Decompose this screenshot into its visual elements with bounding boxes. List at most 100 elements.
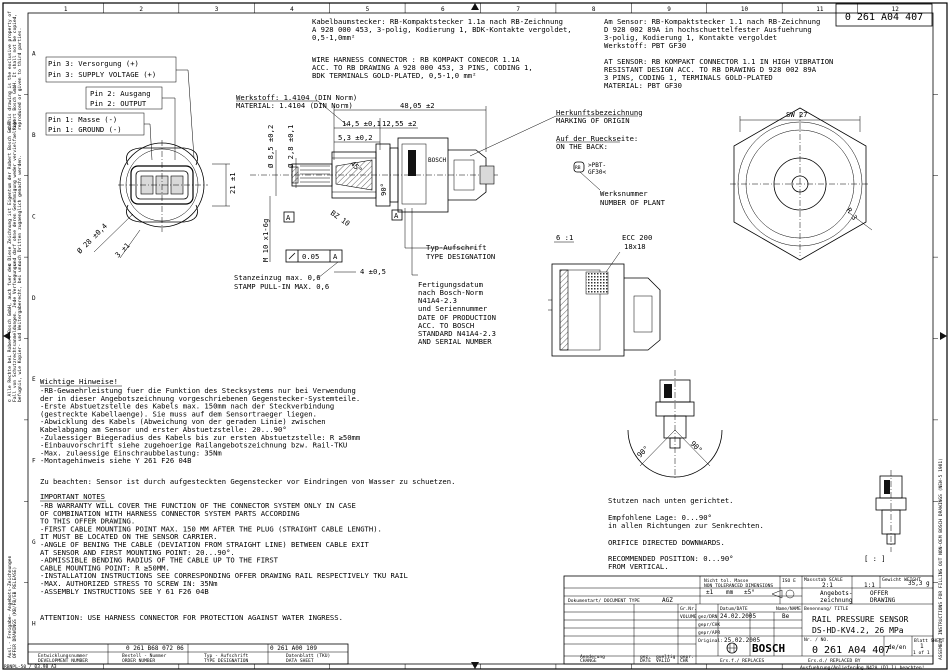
orientation-angle-right: 90°	[689, 439, 705, 455]
ecc-code: ECC 200	[622, 233, 652, 242]
production-date-de-2: nach Bosch-Norm	[418, 288, 483, 297]
back-en: ON THE BACK:	[556, 142, 608, 151]
ecc-size: 18x18	[624, 242, 646, 251]
offer-release-de: Ausl.- Freigabe- Angebots-Zeichnungen	[7, 555, 13, 658]
change-label: CHANGE	[580, 658, 597, 664]
legal-text-de-2: und darf ohne deren Genehmigung weder ve…	[12, 119, 18, 266]
row-label: A	[32, 51, 36, 58]
notes-de-water: Zu beachten: Sensor ist durch aufgesteck…	[40, 477, 455, 486]
notes-de-line: -Einbauvorschrift siehe zugehoerige Rail…	[40, 441, 347, 450]
cable-note-en-2: ACC. TO RB DRAWING A 928 000 453, 3 PINS…	[312, 63, 533, 72]
bosch-logo-icon	[726, 642, 738, 654]
col2-en: ORDER NUMBER	[122, 658, 155, 664]
valid-label: VALID	[656, 658, 670, 664]
notes-en-title: IMPORTANT NOTES	[40, 492, 105, 501]
col1-de: Entwicklungsnummer	[38, 653, 88, 659]
chk-label: CHK	[680, 658, 689, 664]
row-label: G	[32, 539, 36, 546]
title-model: DS-HD-KV4.2, 26 MPa	[812, 626, 904, 635]
orientation-en-2: RECOMMENDED POSITION: 0...90°	[608, 554, 734, 563]
side-view-sensor: Werkstoff: 1.4104 (DIN Norm) MATERIAL: 1…	[234, 93, 500, 346]
production-date-en-4: AND SERIAL NUMBER	[418, 337, 492, 346]
type-designation-en: TYPE DESIGNATION	[426, 252, 495, 261]
row-label: D	[32, 295, 36, 302]
tolerance-label-en: NON TOLERANCED DIMENSIONS	[704, 583, 773, 589]
cable-note-en-1: WIRE HARNESS CONNECTOR : RB KOMPAKT CONE…	[312, 55, 520, 64]
volume-label: VOLUME	[680, 614, 697, 620]
notes-de-line: Kabelabgang am Sensor und erster Abstuet…	[40, 425, 287, 434]
mounting-orientation-view: 90° 90° Stutzen nach unten gerichtet. Em…	[608, 370, 907, 571]
tolerance-angle: ±5°	[744, 589, 755, 596]
front-view-connector: Pin 3: Versorgung (+) Pin 3: SUPPLY VOLT…	[45, 56, 237, 259]
legal-text-en-2: Robert Bosch GmbH. It shall not be copie…	[12, 14, 18, 130]
drawing-number-box: 0 261 A04 407	[835, 3, 933, 27]
column-label: 1	[64, 6, 68, 13]
notes-en-line: -MAX. AUTHORIZED STRESS TO SCREW IN: 35N…	[40, 579, 217, 588]
notes-de-line: -RB-Gewaehrleistung fuer die Funktion de…	[40, 386, 356, 395]
projection-symbol-icon	[771, 589, 795, 599]
title-block: Dokumentart/ DOCUMENT TYPE AGZ Nicht tol…	[563, 575, 945, 671]
development-number: 0 261 B68 072 06	[126, 645, 184, 652]
orientation-de-2: Empfohlene Lage: 0...90°	[608, 513, 712, 522]
replaces: Ers.f./ REPLACES	[720, 658, 764, 664]
language: de/en	[888, 644, 906, 651]
notes-en-line: -ANGLE OF BENING THE CABLE (DEVIATION FR…	[40, 540, 370, 549]
cable-note-de-1: Kabelbaumstecker: RB-Kompaktstecker 1.1a…	[312, 17, 563, 26]
valid-label-de: gueltig	[656, 654, 676, 660]
pin1-label-de: Pin 1: Masse (-)	[48, 115, 117, 124]
production-date-en-3: STANDARD N41A4-2.3	[418, 329, 496, 338]
production-date-de-3: N41A4-2.3	[418, 296, 457, 305]
column-label: 2	[139, 6, 143, 13]
mold-icon: RB	[575, 165, 581, 171]
gdt-datum: A	[333, 252, 338, 261]
group-label: Gr.Nr.	[680, 606, 697, 612]
wrench-size: SW 27	[786, 110, 808, 119]
origin-de: Herkunftsbezeichnung	[556, 108, 643, 117]
center-mark-right	[940, 332, 947, 340]
notes-en-line: CABLE MOUNTING POINT: R ≥50MM.	[40, 563, 170, 572]
notes-en-line: AT SENSOR AND FIRST MOUNTING POINT: 20..…	[40, 548, 235, 557]
drawing-kind-de-2: zeichnung	[820, 597, 853, 604]
column-label: 12	[892, 6, 900, 13]
notes-de-line: (gestreckte Kabellaenge). Sie muss auf d…	[40, 409, 317, 418]
notes-en-line: TO THIS OFFER DRAWING.	[40, 517, 135, 526]
drawing-kind-de: Angebots-	[820, 590, 853, 597]
drawn-label: gez/DRN	[698, 614, 718, 620]
approved-label: gepr/APR	[698, 630, 720, 636]
production-date-en-2: ACC. TO BOSCH	[418, 321, 474, 330]
drawing-number: 0 261 A04 407	[845, 12, 923, 23]
col4-de: Datenblatt (TKU)	[286, 653, 330, 659]
column-label: 4	[290, 6, 294, 13]
sheet-of: 1 of 1	[913, 650, 930, 656]
cable-connector-notes: Kabelbaumstecker: RB-Kompaktstecker 1.1a…	[312, 17, 572, 80]
gdt-tolerance: 0.05	[302, 252, 319, 261]
notes-de-line: -Erste Abstuetzstelle des Kabels max. 15…	[40, 402, 334, 411]
chk-label-de: gepr.	[680, 655, 694, 660]
left-margin-legal: © This drawing is the exclusive property…	[4, 11, 944, 670]
back-de: Auf der Rueckseite:	[556, 134, 638, 143]
detail-scale: 6 :1	[556, 233, 573, 242]
drawing-kind-en: OFFER	[870, 590, 888, 597]
sensor-note-en-4: MATERIAL: PBT GF30	[604, 81, 682, 90]
pin2-label-de: Pin 2: Ausgang	[90, 89, 151, 98]
thread-spec: M 10 x1-6g	[261, 219, 270, 262]
hex-end-view: SW 27 R 3	[730, 107, 873, 261]
col1-en: DEVELOPMENT NUMBER	[38, 658, 88, 664]
datamatrix-code	[585, 271, 609, 295]
angle-90: 90°	[379, 183, 388, 196]
pbt-mark-2: GF30<	[588, 169, 606, 176]
row-label: B	[32, 132, 36, 139]
change-label-de: Aenderung	[580, 654, 605, 660]
pin2-label-en: Pin 2: OUTPUT	[90, 99, 147, 108]
row-label: E	[32, 376, 36, 383]
notes-de-title: Wichtige Hinweise!	[40, 377, 118, 386]
notes-de-line: der in dieser Angebotszeichnung vorgesch…	[40, 394, 360, 403]
production-date-de-4: und Seriennummer	[418, 304, 488, 313]
plant-number-de: Werksnummer	[600, 189, 648, 198]
datum-box-2	[391, 209, 403, 221]
column-label: 11	[816, 6, 824, 13]
material-de: Werkstoff: 1.4104 (DIN Norm)	[236, 93, 357, 102]
scale-label: Massstab SCALE	[804, 577, 843, 583]
